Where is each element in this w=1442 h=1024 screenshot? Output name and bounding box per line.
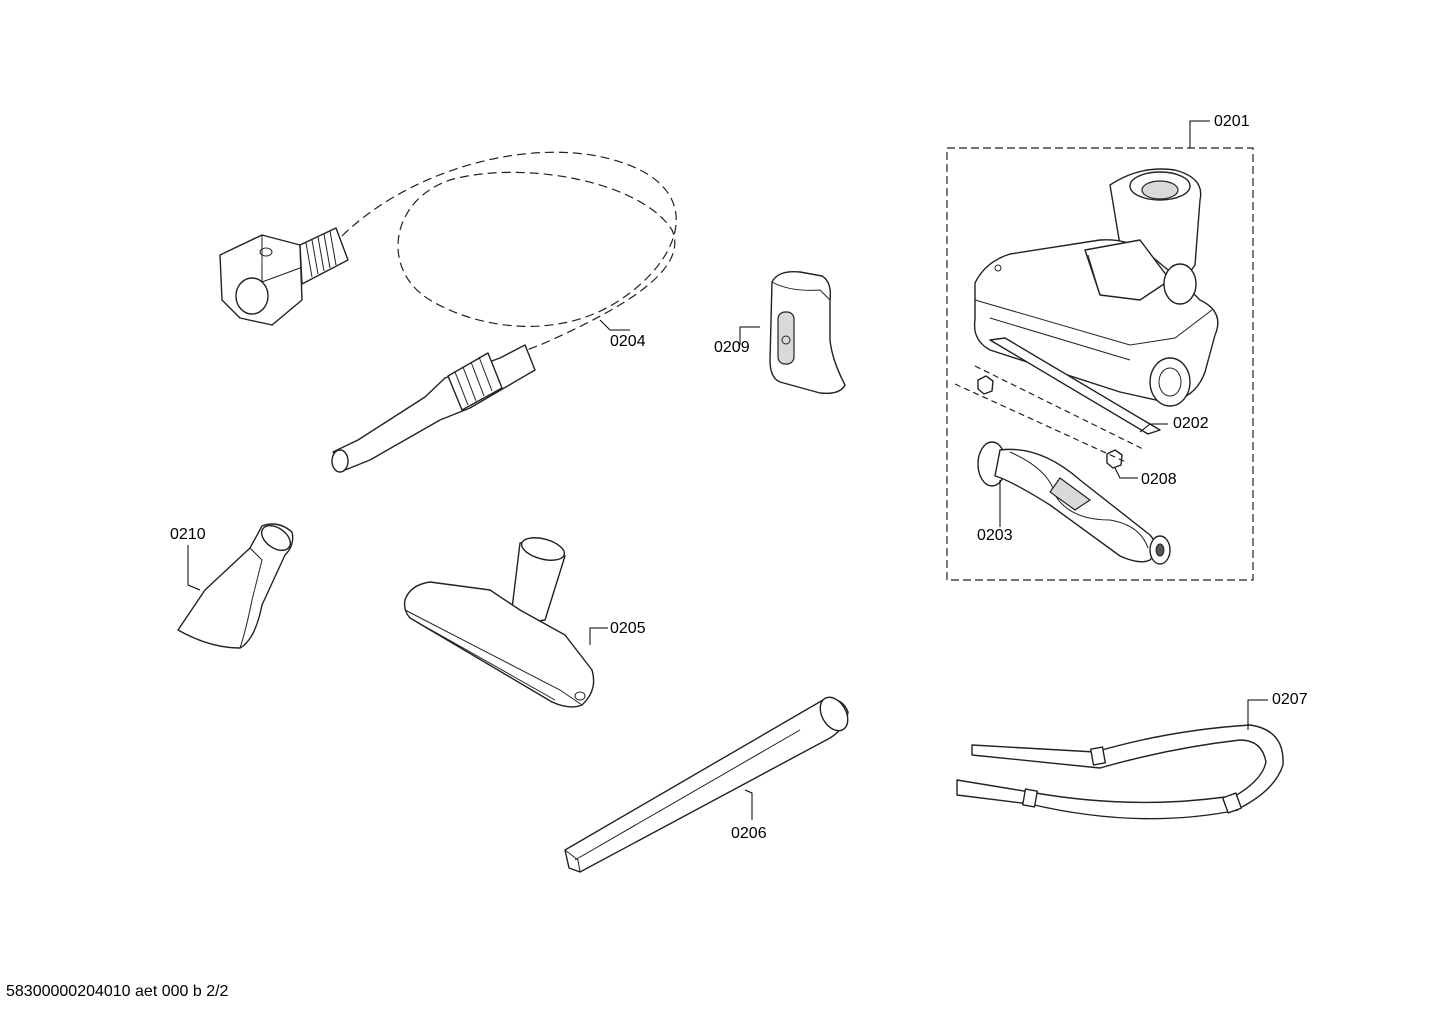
part-0209-cover[interactable] [769, 271, 846, 395]
group-box-0201 [946, 147, 1254, 581]
label-0201: 0201 [1214, 113, 1250, 130]
label-0208: 0208 [1141, 471, 1177, 488]
part-0207-strap[interactable] [956, 724, 1284, 820]
part-0210-crevice-nozzle[interactable] [177, 521, 295, 649]
part-0206-extension-tube[interactable] [564, 692, 853, 873]
label-0209: 0209 [714, 339, 750, 356]
leader-lines [187, 120, 1268, 820]
part-0201-floor-head[interactable] [954, 168, 1219, 565]
label-0210: 0210 [170, 526, 206, 543]
label-0203: 0203 [977, 527, 1013, 544]
document-footer-code: 58300000204010 aet 000 b 2/2 [6, 983, 229, 1000]
label-0207: 0207 [1272, 691, 1308, 708]
part-0205-upholstery-nozzle[interactable] [403, 534, 595, 708]
label-0202: 0202 [1173, 415, 1209, 432]
part-0202-strip[interactable] [989, 337, 1161, 435]
label-0205: 0205 [610, 620, 646, 637]
part-0208-bearings[interactable] [954, 365, 1146, 469]
label-0204: 0204 [610, 333, 646, 350]
label-0206: 0206 [731, 825, 767, 842]
part-0203-brush-roll[interactable] [977, 441, 1171, 565]
part-0204-hose[interactable] [219, 151, 677, 473]
